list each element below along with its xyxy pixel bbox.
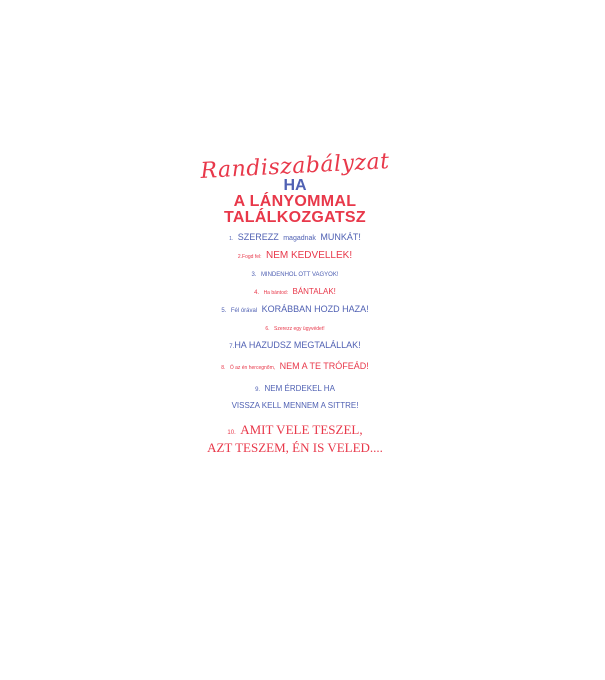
rule-2: 2.Fogd fel: NEM KEDVELLEK! <box>200 246 390 262</box>
rule-9: 9. NEM ÉRDEKEL HA <box>200 379 390 395</box>
rule-number: 7. <box>229 344 235 350</box>
rule-text: BÁNTALAK! <box>292 287 336 296</box>
rule-number: 6. <box>265 326 270 332</box>
rule-number: 5. <box>221 308 227 314</box>
rule-text: AZT TESZEM, ÉN IS VELED.... <box>207 440 383 455</box>
rule-number: 3. <box>251 272 257 278</box>
poster-talalkozgatsz: TALÁLKOZGATSZ <box>224 209 366 226</box>
rule-text: Szerezz egy ügyvédet! <box>274 326 325 332</box>
rule-5: 5. Fél órával KORÁBBAN HOZD HAZA! <box>200 300 390 316</box>
rule-text: MUNKÁT! <box>320 232 361 242</box>
dating-rules-poster: Randiszabályzat HA A LÁNYOMMAL TALÁLKOZG… <box>200 149 390 456</box>
rule-text: VISSZA KELL MENNEM A SITTRE! <box>231 401 359 410</box>
rule-text: Fogd fel: <box>242 254 262 260</box>
rule-text: MINDENHOL OTT VAGYOK! <box>260 272 339 278</box>
poster-ha: HA <box>283 177 307 194</box>
rule-text: NEM ÉRDEKEL HA <box>264 384 335 393</box>
rule-text: HA HAZUDSZ MEGTALÁLLAK! <box>234 340 361 350</box>
rule-text: KORÁBBAN HOZD HAZA! <box>261 304 369 314</box>
rule-10: 10. AMIT VELE TESZEL, <box>200 422 390 438</box>
rule-number: 8. <box>221 365 226 371</box>
rule-9-line-2: VISSZA KELL MENNEM A SITTRE! <box>200 396 390 412</box>
poster-a-lanyommal: A LÁNYOMMAL <box>233 193 357 210</box>
rule-text: NEM KEDVELLEK! <box>265 250 353 261</box>
rule-text: Ő az én hercegnőm, <box>229 365 276 371</box>
rule-text: AMIT VELE TESZEL, <box>240 422 363 437</box>
rule-text: SZEREZZ <box>237 232 279 242</box>
rule-10-line-2: AZT TESZEM, ÉN IS VELED.... <box>200 440 390 456</box>
rule-6: 6. Szerezz egy ügyvédet! <box>200 318 390 334</box>
rule-number: 9. <box>255 387 261 393</box>
rule-number: 10. <box>227 430 236 436</box>
rule-number: 1. <box>229 236 234 242</box>
rule-text: Ha bántod: <box>263 290 289 296</box>
rule-number: 4. <box>254 290 260 296</box>
rule-text: Fél órával <box>230 308 258 314</box>
rule-4: 4. Ha bántod: BÁNTALAK! <box>200 282 390 298</box>
rule-1: 1. SZEREZZ magadnak MUNKÁT! <box>200 228 390 244</box>
rule-3: 3. MINDENHOL OTT VAGYOK! <box>200 264 390 280</box>
rule-text: magadnak <box>283 235 316 242</box>
rule-number: 2. <box>237 254 243 260</box>
rule-7: 7.HA HAZUDSZ MEGTALÁLLAK! <box>200 336 390 352</box>
rule-8: 8. Ő az én hercegnőm, NEM A TE TRÓFEÁD! <box>200 357 390 373</box>
rule-text: NEM A TE TRÓFEÁD! <box>279 361 369 371</box>
